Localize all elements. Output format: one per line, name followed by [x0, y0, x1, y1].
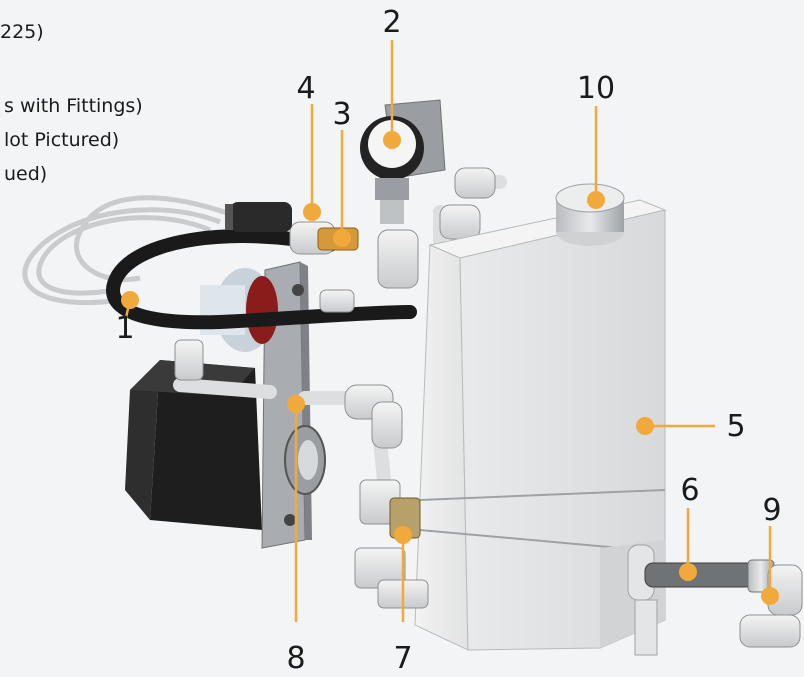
callout-labels: 1 2 3 4 5 6 7 8 9 10 [115, 5, 781, 676]
drain-fittings [354, 497, 658, 656]
callout-dot-1 [121, 291, 139, 309]
callout-dot-7 [394, 526, 412, 544]
callout-dot-8 [287, 395, 305, 413]
callout-label-7: 7 [393, 641, 412, 676]
callout-label-1: 1 [115, 311, 134, 346]
callout-label-10: 10 [577, 71, 615, 106]
black-tubing [106, 229, 417, 330]
callout-label-6: 6 [680, 473, 699, 508]
callout-label-4: 4 [296, 71, 315, 106]
pump-head [200, 268, 278, 352]
callout-label-2: 2 [382, 5, 401, 40]
stepper-motor [125, 360, 262, 530]
legend-line-3: lot Pictured) [4, 129, 119, 151]
callout-label-3: 3 [332, 97, 351, 132]
tank-cap [555, 183, 625, 246]
legend: 225) s with Fittings) lot Pictured) ued) [0, 21, 143, 185]
callout-dot-4 [303, 203, 321, 221]
inline-filter [225, 202, 292, 232]
coiled-tube [22, 195, 231, 306]
fittings [174, 167, 496, 525]
callout-dot-5 [636, 417, 654, 435]
outlet-hose [644, 559, 803, 648]
leader-lines [123, 40, 772, 622]
legend-line-4: ued) [4, 163, 47, 185]
callout-dot-3 [333, 229, 351, 247]
pressure-gauge [360, 99, 446, 224]
callout-dot-6 [679, 563, 697, 581]
legend-line-2: s with Fittings) [4, 95, 143, 117]
callout-label-5: 5 [726, 409, 745, 444]
drive-gear [284, 425, 326, 495]
callout-dots [121, 131, 779, 605]
legend-line-1: 225) [0, 21, 44, 43]
callout-dot-9 [761, 587, 779, 605]
callout-dot-2 [383, 131, 401, 149]
callout-label-9: 9 [762, 493, 781, 528]
callout-label-8: 8 [286, 641, 305, 676]
